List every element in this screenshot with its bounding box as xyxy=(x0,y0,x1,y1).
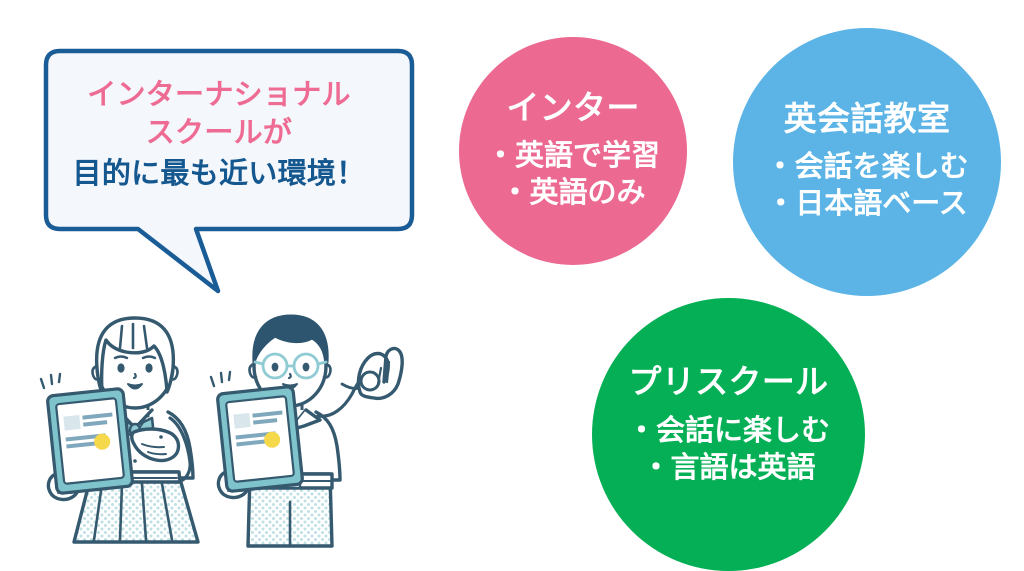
circle-preschool-title: プリスクール xyxy=(628,363,829,401)
female-student xyxy=(39,316,200,544)
circle-eikaiwa-content: 英会話教室 ・会話を楽しむ ・日本語ベース xyxy=(765,99,969,224)
category-circle-inter: インター ・英語で学習 ・英語のみ xyxy=(459,37,687,265)
tablet-male xyxy=(216,385,304,493)
category-circle-eikaiwa: 英会話教室 ・会話を楽しむ ・日本語ベース xyxy=(733,28,1001,296)
circle-eikaiwa-item-1: ・会話を楽しむ xyxy=(765,151,969,184)
speech-bubble-shape xyxy=(43,48,415,294)
circle-inter-item-2: ・英語のみ xyxy=(500,177,646,210)
circle-inter-content: インター ・英語で学習 ・英語のみ xyxy=(485,88,660,213)
students-illustration xyxy=(30,296,430,571)
circle-inter-item-1: ・英語で学習 xyxy=(485,140,660,173)
circle-preschool-content: プリスクール ・会話に楽しむ ・言語は英語 xyxy=(626,363,830,487)
pointing-hand xyxy=(130,427,181,463)
category-circle-preschool: プリスクール ・会話に楽しむ ・言語は英語 xyxy=(592,298,865,571)
male-student xyxy=(209,314,404,548)
circle-inter-title: インター xyxy=(506,88,640,126)
circle-preschool-item-2: ・言語は英語 xyxy=(641,451,816,484)
tablet-female xyxy=(46,387,134,495)
sparkle-left xyxy=(39,372,62,390)
ok-hand-sign xyxy=(356,346,404,401)
circle-eikaiwa-item-2: ・日本語ベース xyxy=(766,188,968,221)
speech-bubble: インターナショナル スクールが 目的に最も近い環境！ xyxy=(26,47,426,297)
circle-eikaiwa-title: 英会話教室 xyxy=(783,99,951,137)
sparkle-right xyxy=(209,370,232,388)
circle-preschool-item-1: ・会話に楽しむ xyxy=(626,414,830,447)
